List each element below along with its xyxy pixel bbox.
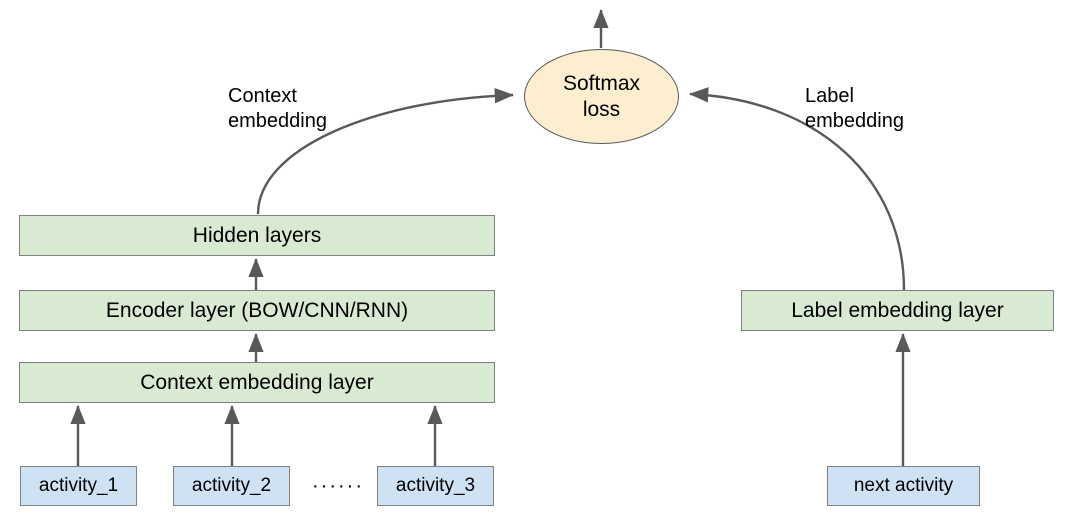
node-hidden-layers[interactable]: Hidden layers xyxy=(19,215,495,256)
node-encoder-layer[interactable]: Encoder layer (BOW/CNN/RNN) xyxy=(19,290,495,331)
ellipsis-separator: ······ xyxy=(312,475,364,497)
node-context-embedding-layer[interactable]: Context embedding layer xyxy=(19,362,495,403)
node-label-embedding-layer[interactable]: Label embedding layer xyxy=(741,290,1054,331)
edge-label-context-embedding: Context embedding xyxy=(228,85,327,132)
node-activity-2[interactable]: activity_2 xyxy=(173,466,290,506)
edge-label-label-embedding: Label embedding xyxy=(805,85,904,132)
node-activity-3[interactable]: activity_3 xyxy=(377,466,494,506)
node-next-activity[interactable]: next activity xyxy=(827,466,980,506)
node-activity-1[interactable]: activity_1 xyxy=(20,466,137,506)
node-softmax-loss[interactable]: Softmax loss xyxy=(524,49,679,144)
